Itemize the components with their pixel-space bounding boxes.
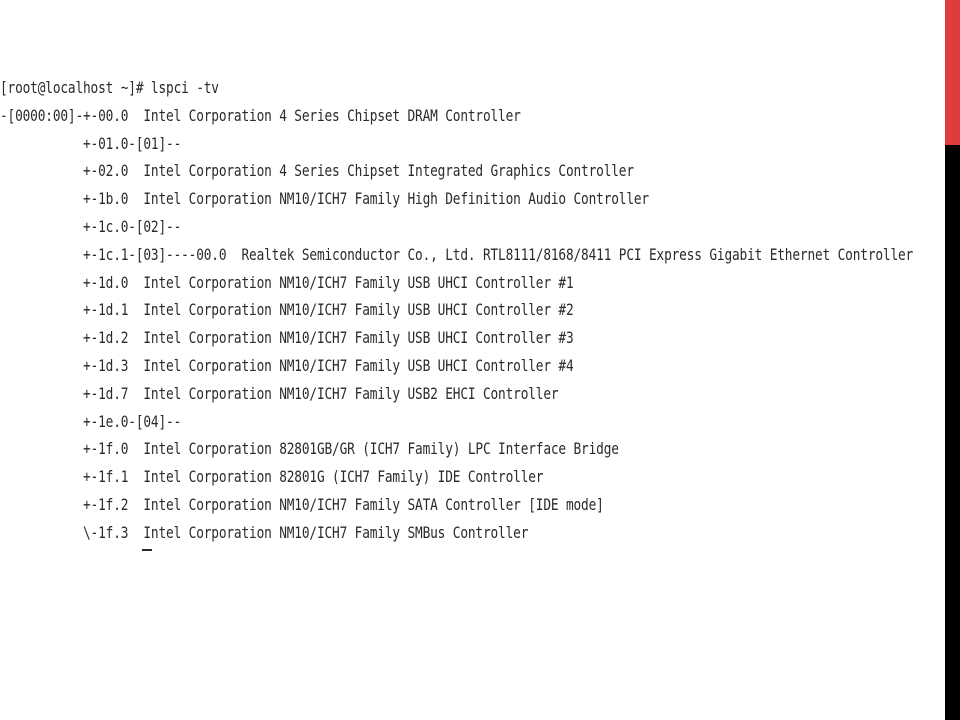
accent-bar-red <box>945 0 960 145</box>
terminal-line: \-1f.3 Intel Corporation NM10/ICH7 Famil… <box>0 522 529 542</box>
terminal-line: +-1c.1-[03]----00.0 Realtek Semiconducto… <box>0 244 914 264</box>
text-cursor <box>142 549 152 551</box>
terminal-line: -[0000:00]-+-00.0 Intel Corporation 4 Se… <box>0 105 521 125</box>
terminal-line: +-1c.0-[02]-- <box>0 216 182 236</box>
terminal-line: +-1b.0 Intel Corporation NM10/ICH7 Famil… <box>0 189 649 209</box>
terminal-line: +-1d.0 Intel Corporation NM10/ICH7 Famil… <box>0 272 574 292</box>
terminal-line: +-1d.2 Intel Corporation NM10/ICH7 Famil… <box>0 328 574 348</box>
terminal-line: +-1d.7 Intel Corporation NM10/ICH7 Famil… <box>0 383 559 403</box>
terminal-line: +-1e.0-[04]-- <box>0 411 182 431</box>
terminal-line: +-1f.2 Intel Corporation NM10/ICH7 Famil… <box>0 494 604 514</box>
terminal-line: +-1d.3 Intel Corporation NM10/ICH7 Famil… <box>0 355 574 375</box>
terminal-line: +-02.0 Intel Corporation 4 Series Chipse… <box>0 161 634 181</box>
accent-bar-black <box>945 145 960 720</box>
terminal-line: +-1f.1 Intel Corporation 82801G (ICH7 Fa… <box>0 467 544 487</box>
terminal-line: +-1d.1 Intel Corporation NM10/ICH7 Famil… <box>0 300 574 320</box>
terminal-output: [root@localhost ~]# lspci -tv -[0000:00]… <box>0 74 930 551</box>
terminal-line-prompt: [root@localhost ~]# lspci -tv <box>0 78 219 97</box>
terminal-line: +-1f.0 Intel Corporation 82801GB/GR (ICH… <box>0 439 619 459</box>
terminal-line: +-01.0-[01]-- <box>0 133 182 153</box>
